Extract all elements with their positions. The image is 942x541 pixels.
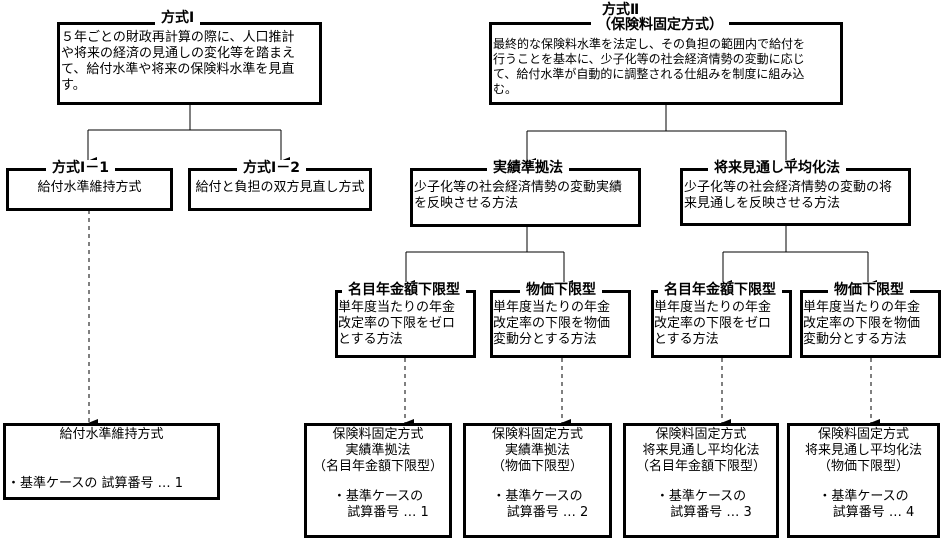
text-line: 来見通しを反映させる方法 — [684, 196, 841, 211]
method2-title-line1: 方式Ⅱ — [602, 2, 640, 18]
text-line: 最終的な保険料水準を法定し、その負担の範囲内で給付を — [493, 37, 806, 51]
future-price-title: 物価下限型 — [828, 282, 910, 298]
result-2-text: 保険料固定方式 実績準拠法 （名目年金額下限型） ・基準ケースの 試算番号 … … — [304, 427, 452, 521]
actual-price-box — [490, 290, 631, 358]
case-number: 試算番号 … 1 — [347, 505, 429, 520]
future-box — [680, 168, 911, 226]
text-line: す。 — [61, 78, 86, 93]
text-line: 将来見通し平均化法 — [642, 443, 760, 458]
text-line: （物価下限型） — [491, 459, 583, 474]
method1-2-title: 方式Ⅰ－2 — [237, 160, 306, 176]
method2-description: 最終的な保険料水準を法定し、その負担の範囲内で給付を 行うことを基本に、少子化等… — [493, 37, 843, 97]
method1-1-title: 方式Ⅰ－1 — [46, 160, 115, 176]
result-box-3 — [463, 423, 612, 538]
text-line: 保険料固定方式 — [655, 427, 747, 442]
actual-description: 少子化等の社会経済情勢の変動実績 を反映させる方法 — [414, 180, 638, 212]
text-line: （物価下限型） — [817, 459, 909, 474]
result-box-2 — [304, 423, 452, 538]
result-box-1 — [3, 423, 220, 500]
method1-box — [57, 22, 322, 105]
text-line: とする方法 — [338, 332, 403, 347]
future-description: 少子化等の社会経済情勢の変動の将 来見通しを反映させる方法 — [684, 180, 908, 212]
text-line: 保険料固定方式 — [817, 427, 909, 442]
result-5-text: 保険料固定方式 将来見通し平均化法 （物価下限型） ・基準ケースの 試算番号 …… — [787, 427, 940, 521]
text-line: 改定率の下限を物価 — [493, 316, 611, 331]
method2-title: 方式Ⅱ — [596, 2, 645, 18]
method1-title: 方式Ⅰ — [155, 10, 201, 26]
method1-2-body: 給付と負担の双方見直し方式 — [195, 180, 365, 195]
text-line: とする方法 — [654, 332, 719, 347]
method1-1-body: 給付水準維持方式 — [37, 180, 142, 195]
future-price-description: 単年度当たりの年金 改定率の下限を物価 変動分とする方法 — [803, 300, 920, 348]
text-line: 改定率の下限をゼロ — [654, 316, 772, 331]
text-line: 変動分とする方法 — [803, 332, 907, 347]
text-line: 単年度当たりの年金 — [803, 300, 921, 315]
text-line: や将来の経済の見通しの変化等を踏まえ — [61, 46, 296, 61]
text-line: ５年ごとの財政再計算の際に、人口推計 — [61, 30, 295, 45]
case-label: ・基準ケースの — [655, 489, 747, 504]
case-number: 試算番号 … 4 — [832, 505, 915, 520]
text-line: 少子化等の社会経済情勢の変動の将 — [684, 180, 893, 195]
method2-subtitle: （保険料固定方式） — [591, 17, 729, 33]
result-1-case: ・基準ケースの 試算番号 … 1 — [7, 476, 184, 491]
text-line: 実績準拠法 — [345, 443, 411, 458]
method1-description: ５年ごとの財政再計算の際に、人口推計 や将来の経済の見通しの変化等を踏まえ て、… — [61, 30, 319, 94]
case-label: ・基準ケースの — [492, 489, 583, 504]
future-nominal-title: 名目年金額下限型 — [658, 282, 782, 298]
case-label: ・基準ケースの — [332, 489, 424, 504]
actual-price-description: 単年度当たりの年金 改定率の下限を物価 変動分とする方法 — [493, 300, 610, 348]
case-number: 試算番号 … 3 — [670, 505, 752, 520]
result-box-4 — [623, 423, 779, 538]
future-title: 将来見通し平均化法 — [708, 160, 846, 176]
text-line: 将来見通し平均化法 — [804, 443, 922, 458]
case-number: 試算番号 … 2 — [506, 505, 589, 520]
text-line: 改定率の下限を物価 — [803, 316, 921, 331]
future-nominal-description: 単年度当たりの年金 改定率の下限をゼロ とする方法 — [654, 300, 771, 348]
text-line: む。 — [493, 82, 518, 96]
text-line: 改定率の下限をゼロ — [338, 316, 456, 331]
case-label: ・基準ケースの — [818, 489, 909, 504]
text-line: 単年度当たりの年金 — [493, 300, 611, 315]
actual-title: 実績準拠法 — [487, 160, 569, 176]
actual-price-title: 物価下限型 — [520, 282, 602, 298]
text-line: 単年度当たりの年金 — [338, 300, 456, 315]
text-line: 実績準拠法 — [504, 443, 570, 458]
result-3-text: 保険料固定方式 実績準拠法 （物価下限型） ・基準ケースの 試算番号 … 2 — [463, 427, 612, 521]
text-line: （名目年金額下限型） — [635, 459, 766, 474]
result-box-5 — [787, 423, 940, 538]
text-line: て、給付水準が自動的に調整される仕組みを制度に組み込 — [493, 67, 805, 81]
text-line: 保険料固定方式 — [491, 427, 583, 442]
text-line: て、給付水準や将来の保険料水準を見直 — [61, 62, 295, 77]
actual-nominal-box — [335, 290, 476, 358]
text-line: 単年度当たりの年金 — [654, 300, 772, 315]
text-line: 行うことを基本に、少子化等の社会経済情勢の変動に応じ — [493, 52, 805, 66]
text-line: 少子化等の社会経済情勢の変動実績 — [414, 180, 623, 195]
text-line: を反映させる方法 — [414, 196, 519, 211]
text-line: （名目年金額下限型） — [312, 459, 443, 474]
result-4-text: 保険料固定方式 将来見通し平均化法 （名目年金額下限型） ・基準ケースの 試算番… — [623, 427, 779, 521]
text-line: 変動分とする方法 — [493, 332, 597, 347]
actual-nominal-description: 単年度当たりの年金 改定率の下限をゼロ とする方法 — [338, 300, 455, 348]
text-line: 保険料固定方式 — [332, 427, 424, 442]
actual-nominal-title: 名目年金額下限型 — [342, 282, 466, 298]
result-1-title: 給付水準維持方式 — [59, 427, 164, 442]
